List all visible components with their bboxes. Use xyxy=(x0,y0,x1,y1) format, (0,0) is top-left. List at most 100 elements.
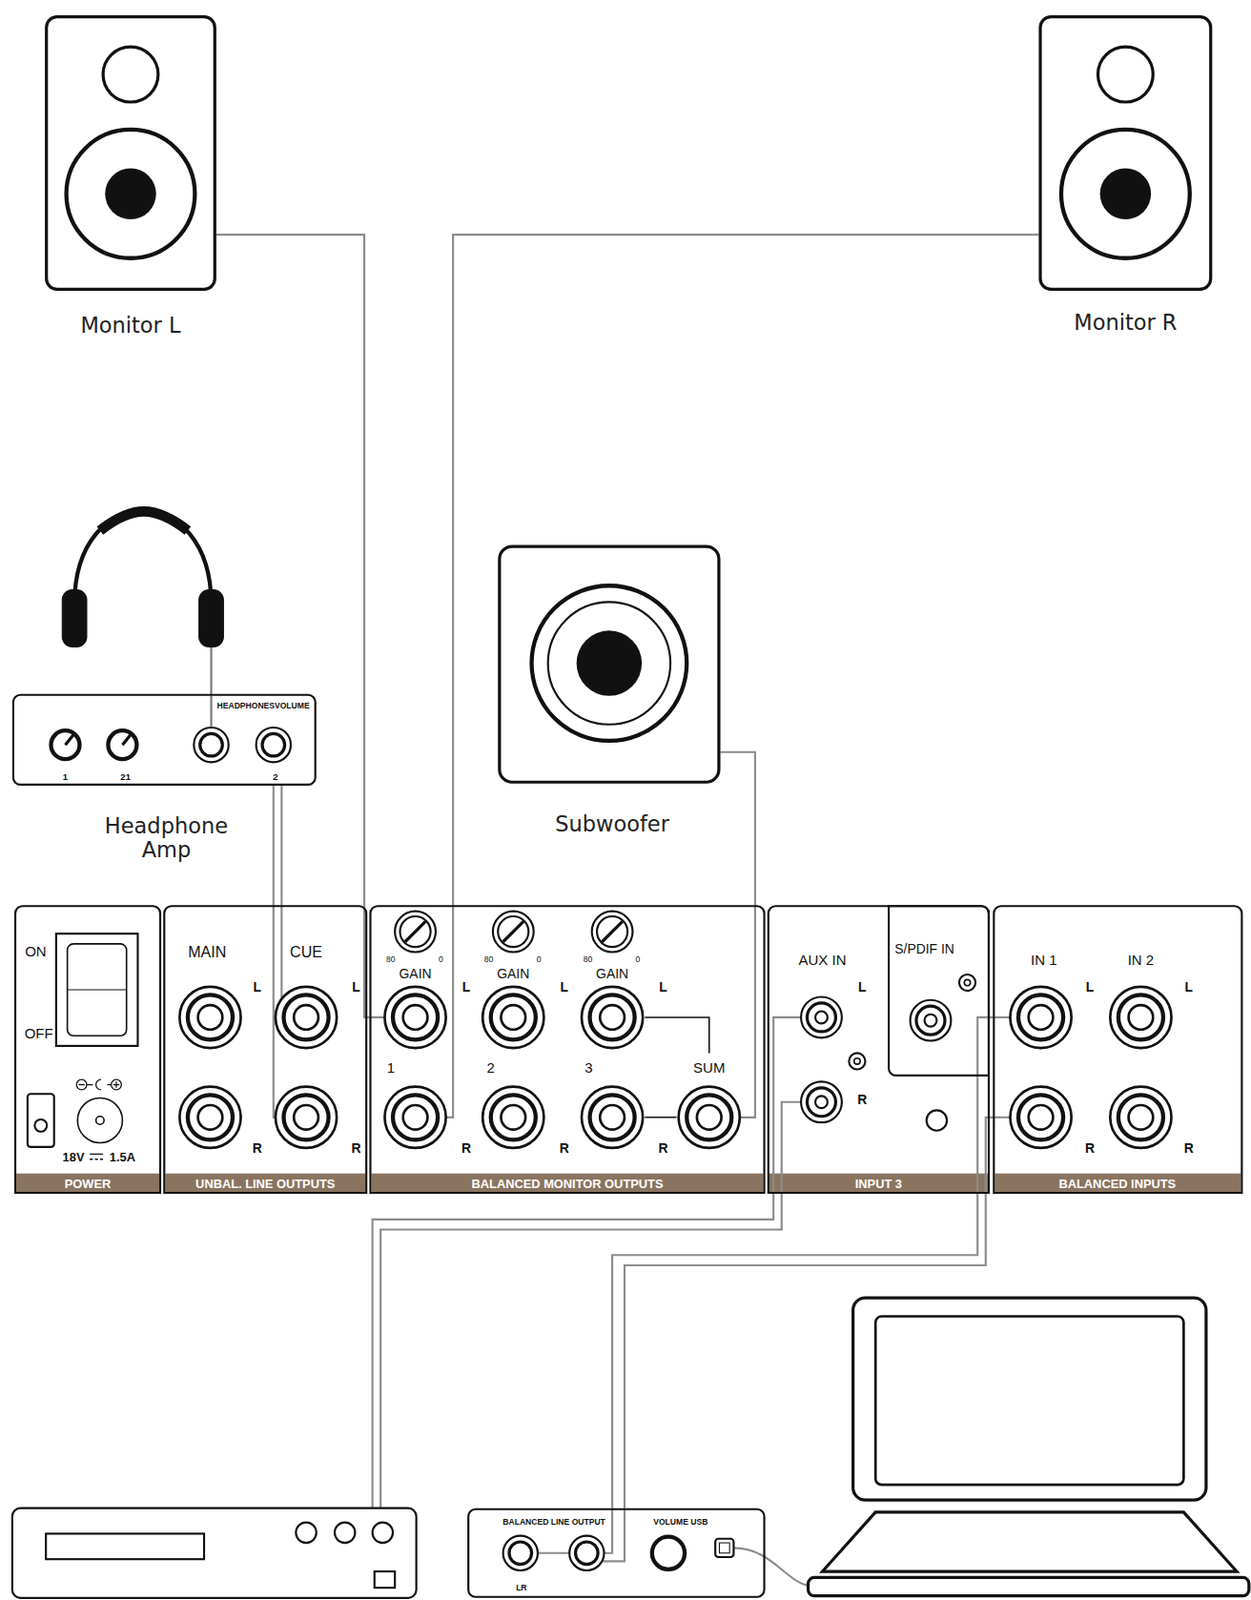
panel-section: ONOFF18V1.5APOWER xyxy=(14,904,162,1194)
cd-player xyxy=(45,1533,205,1559)
laptop xyxy=(808,1297,1250,1596)
port-label: L xyxy=(560,980,570,994)
cd-player xyxy=(374,1571,395,1588)
device-label: Headphone Amp xyxy=(95,815,239,862)
cd-player xyxy=(12,1508,417,1599)
port-label: R xyxy=(1085,1141,1095,1155)
port-label: L xyxy=(252,980,262,994)
power-parts xyxy=(27,933,139,1160)
port-label: 80 xyxy=(583,956,594,965)
port-label: VOLUME USB xyxy=(653,1517,708,1527)
cable xyxy=(272,785,275,905)
cable xyxy=(612,1017,993,1509)
headphone-amp-controls xyxy=(64,735,74,746)
cable xyxy=(538,1552,572,1555)
port-label: R xyxy=(559,1141,570,1155)
device-label: Monitor R xyxy=(1073,312,1177,334)
speaker xyxy=(532,585,688,741)
audio-interface: BALANCED LINE OUTPUTVOLUME USBLR xyxy=(467,1508,765,1599)
power-parts xyxy=(34,1119,47,1132)
monitor-speaker: Monitor L xyxy=(44,15,217,291)
cd-player xyxy=(334,1522,355,1543)
port-label: L xyxy=(1184,980,1193,994)
cable xyxy=(737,904,756,1118)
device-label: Subwoofer xyxy=(554,813,670,835)
subwoofer: Subwoofer xyxy=(497,544,720,783)
power-parts xyxy=(86,1079,112,1090)
speaker xyxy=(102,46,159,103)
power-parts xyxy=(78,1084,84,1086)
band xyxy=(371,1173,764,1193)
port-label: R xyxy=(658,1141,669,1155)
rca-jack xyxy=(910,1000,952,1042)
port-label: GAIN xyxy=(399,966,432,981)
jack xyxy=(1009,1086,1071,1149)
interface-parts xyxy=(569,1536,604,1571)
rca-jack xyxy=(800,997,842,1039)
port-label: 1.5A xyxy=(109,1150,136,1164)
interface-parts xyxy=(715,1538,734,1558)
port-label: OFF xyxy=(24,1026,54,1042)
power-parts xyxy=(27,1093,55,1148)
band xyxy=(16,1173,160,1193)
port-label: MAIN xyxy=(187,943,226,960)
port-label: 0 xyxy=(438,956,444,965)
panel-section: MAINCUELLRRUNBAL. LINE OUTPUTS xyxy=(163,904,368,1194)
rca-jack xyxy=(963,979,970,985)
port-label: R xyxy=(461,1141,472,1155)
speaker xyxy=(576,630,642,696)
port-label: L xyxy=(1086,980,1095,994)
panel-section: IN 1IN 2LLRRBALANCED INPUTS xyxy=(992,904,1243,1194)
gain-knob xyxy=(394,911,633,953)
cable xyxy=(280,785,283,905)
port-label: 3 xyxy=(584,1060,593,1075)
cable xyxy=(624,1117,993,1509)
interface-parts xyxy=(652,1537,685,1570)
headphone-amp-controls xyxy=(122,735,131,746)
device-label: Monitor L xyxy=(80,315,181,337)
jack xyxy=(179,1086,241,1149)
port-label: R xyxy=(252,1141,263,1155)
headphones xyxy=(61,590,87,648)
power-parts xyxy=(113,1081,120,1087)
rca-jack xyxy=(848,1052,865,1069)
port-label: GAIN xyxy=(496,966,530,981)
jack xyxy=(275,1086,337,1149)
monitor-speaker: Monitor R xyxy=(1038,15,1212,291)
port-label: 0 xyxy=(536,956,542,965)
port-label: 80 xyxy=(386,956,396,965)
band xyxy=(16,1173,1241,1193)
port-label: HEADPHONESVOLUME xyxy=(217,701,310,711)
jack xyxy=(1109,1086,1171,1149)
section-label: POWER xyxy=(64,1177,112,1190)
jack xyxy=(581,986,643,1048)
headphones xyxy=(61,511,224,648)
jack xyxy=(275,986,337,1048)
interface-parts xyxy=(503,1536,735,1571)
sum-bracket xyxy=(644,1116,677,1119)
cable xyxy=(372,1017,804,1509)
port-label: GAIN xyxy=(595,966,629,981)
speaker xyxy=(1097,46,1153,103)
speaker xyxy=(548,601,671,724)
laptop xyxy=(875,1315,1184,1485)
spdif-box: S/PDIF IN xyxy=(887,904,990,1077)
jack xyxy=(678,1086,740,1149)
headphones xyxy=(199,590,225,648)
port-label: SUM xyxy=(693,1060,725,1075)
interface-parts xyxy=(503,1536,538,1571)
power-parts xyxy=(89,1153,103,1159)
power-parts xyxy=(96,1116,105,1126)
gain-knob xyxy=(592,911,634,953)
rca-jack xyxy=(959,974,976,991)
port-label: L xyxy=(858,980,867,994)
port-label: ON xyxy=(24,943,46,959)
jack xyxy=(384,1086,446,1149)
port-label: L xyxy=(462,980,472,994)
port-label: 2 xyxy=(487,1060,495,1075)
port-label: 1 xyxy=(62,773,68,783)
panel-section: 800GAIN800GAIN800GAINLLL123SUMRRRBALANCE… xyxy=(369,904,765,1194)
port-label: 2 xyxy=(272,773,278,783)
